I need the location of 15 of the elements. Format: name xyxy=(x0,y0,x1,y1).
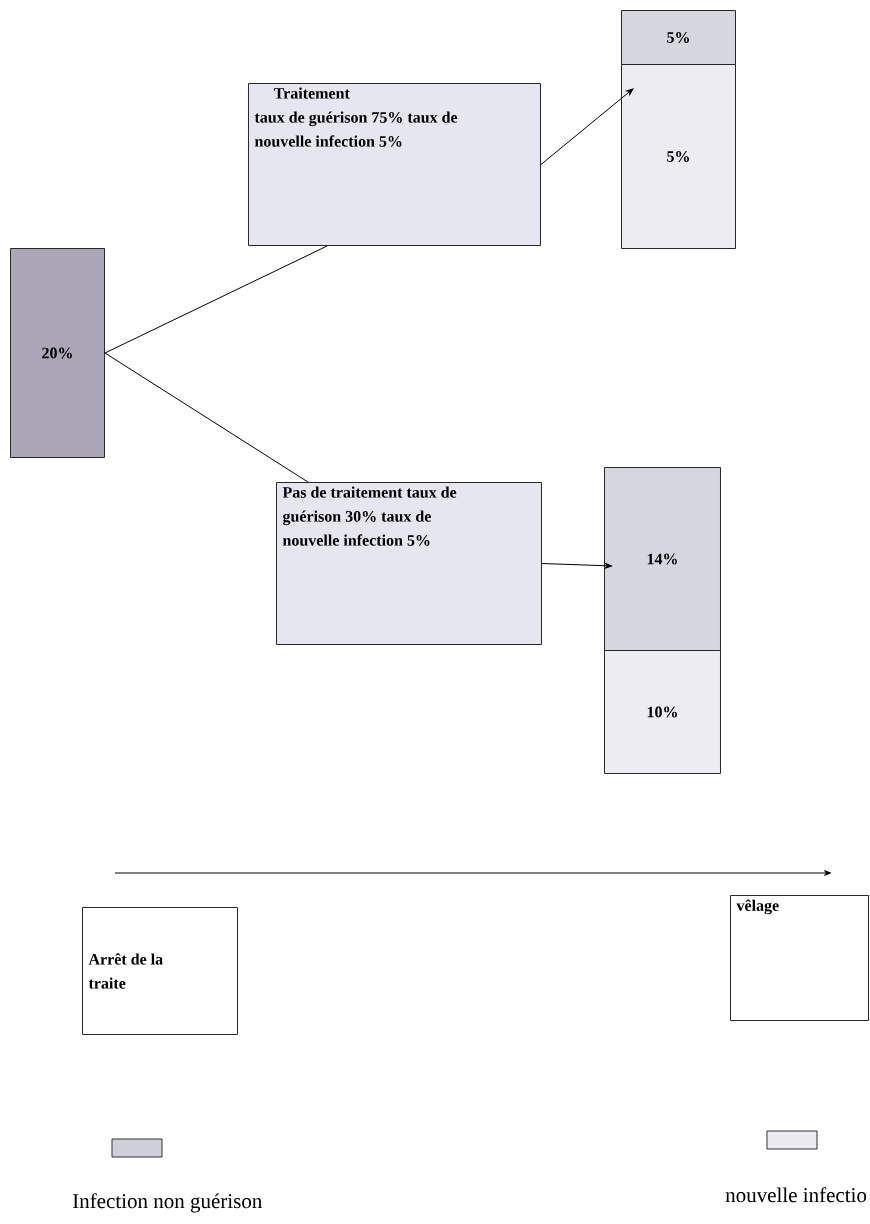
connector-line xyxy=(104,352,309,483)
process-box: Traitement taux de guérison 75% taux de nouvelle infection 5% xyxy=(248,83,541,246)
stage-box: vêlage xyxy=(730,895,869,1021)
legend-label: Infection non guérison xyxy=(72,1193,262,1213)
connector-line xyxy=(540,88,634,165)
stage-box: Arrêt de la traite xyxy=(82,907,238,1035)
bar-segment: 20% xyxy=(10,248,105,458)
connector-line xyxy=(104,245,328,354)
legend-label: nouvelle infectio xyxy=(725,1187,867,1203)
bar-segment: 5% xyxy=(621,64,736,249)
bar-segment: 5% xyxy=(621,10,736,65)
bar-segment: 10% xyxy=(604,650,721,774)
process-box: Pas de traitement taux de guérison 30% taux de nouvelle infection 5% xyxy=(276,482,542,645)
connector-line xyxy=(541,562,613,569)
bar-segment: 14% xyxy=(604,467,721,651)
